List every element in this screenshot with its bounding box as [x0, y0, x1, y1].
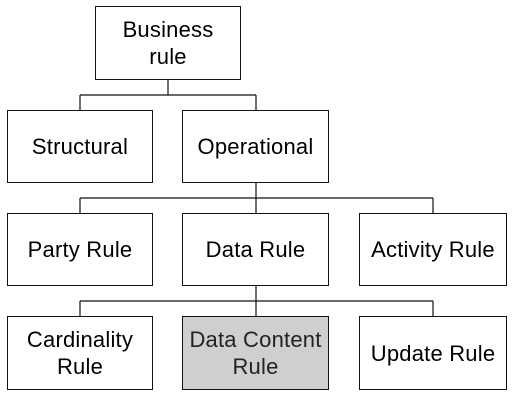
node-activity-rule: Activity Rule	[359, 213, 507, 286]
node-update-rule: Update Rule	[359, 316, 507, 390]
node-label: Data Rule	[205, 237, 306, 262]
node-data-rule: Data Rule	[182, 213, 329, 286]
node-business-rule: Business rule	[95, 6, 241, 80]
node-label: Activity Rule	[371, 237, 495, 262]
node-party-rule: Party Rule	[7, 213, 153, 286]
node-label: Business rule	[122, 17, 214, 69]
node-data-content-rule: Data Content Rule	[182, 316, 329, 390]
node-operational: Operational	[182, 110, 329, 183]
node-label: Structural	[31, 134, 129, 159]
node-label: Cardinality Rule	[26, 327, 134, 379]
node-cardinality-rule: Cardinality Rule	[7, 316, 153, 390]
node-label: Update Rule	[370, 340, 496, 366]
node-label: Operational	[197, 134, 314, 159]
node-label: Party Rule	[27, 237, 133, 262]
node-structural: Structural	[7, 110, 153, 183]
node-label: Data Content Rule	[189, 327, 322, 379]
